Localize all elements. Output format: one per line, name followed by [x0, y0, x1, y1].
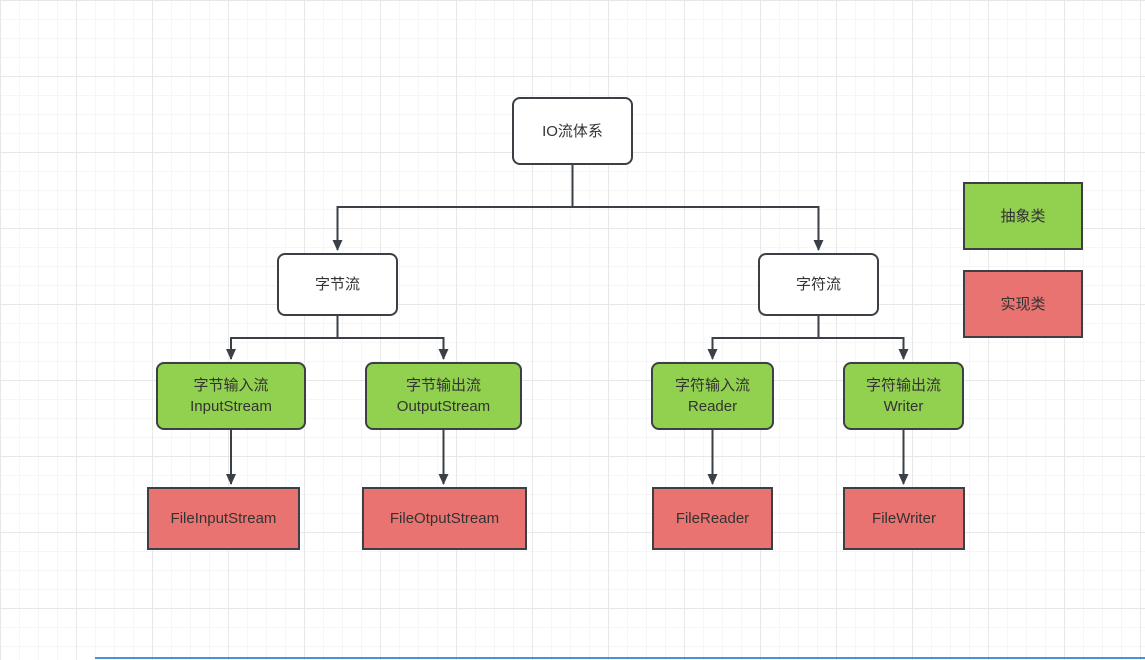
node-label: 字节流	[314, 276, 360, 293]
node-label-en: Reader	[687, 398, 738, 415]
node-filewriter[interactable]: FileWriter	[843, 487, 965, 550]
node-label-en: InputStream	[190, 398, 272, 415]
node-label-cn: 字符输出流	[865, 377, 941, 394]
node-byte-stream[interactable]: 字节流	[277, 253, 398, 316]
node-fileinputstream[interactable]: FileInputStream	[147, 487, 300, 550]
node-label: FileInputStream	[170, 510, 277, 527]
legend-label: 抽象类	[1000, 207, 1046, 225]
horizontal-scrollbar[interactable]	[95, 657, 1145, 659]
node-io-root[interactable]: IO流体系	[512, 97, 633, 165]
node-label-cn: 字节输出流	[405, 377, 481, 394]
node-label: 字符流	[795, 276, 841, 293]
node-label: IO流体系	[542, 122, 603, 140]
legend-abstract-class[interactable]: 抽象类	[963, 182, 1083, 250]
node-inputstream[interactable]: 字节输入流 InputStream	[156, 362, 306, 430]
node-filereader[interactable]: FileReader	[652, 487, 773, 550]
node-outputstream[interactable]: 字节输出流 OutputStream	[365, 362, 522, 430]
node-writer[interactable]: 字符输出流 Writer	[843, 362, 964, 430]
node-fileotputstream[interactable]: FileOtputStream	[362, 487, 527, 550]
legend-implementation-class[interactable]: 实现类	[963, 270, 1083, 338]
node-label-cn: 字符输入流	[674, 377, 750, 394]
node-char-stream[interactable]: 字符流	[758, 253, 879, 316]
node-reader[interactable]: 字符输入流 Reader	[651, 362, 774, 430]
legend-label: 实现类	[1000, 295, 1046, 313]
node-label: FileOtputStream	[389, 510, 500, 527]
node-label-en: OutputStream	[396, 398, 491, 415]
node-label: FileReader	[675, 510, 750, 527]
node-label-cn: 字节输入流	[193, 377, 269, 394]
node-label: FileWriter	[872, 510, 936, 527]
node-label-en: Writer	[883, 398, 924, 415]
